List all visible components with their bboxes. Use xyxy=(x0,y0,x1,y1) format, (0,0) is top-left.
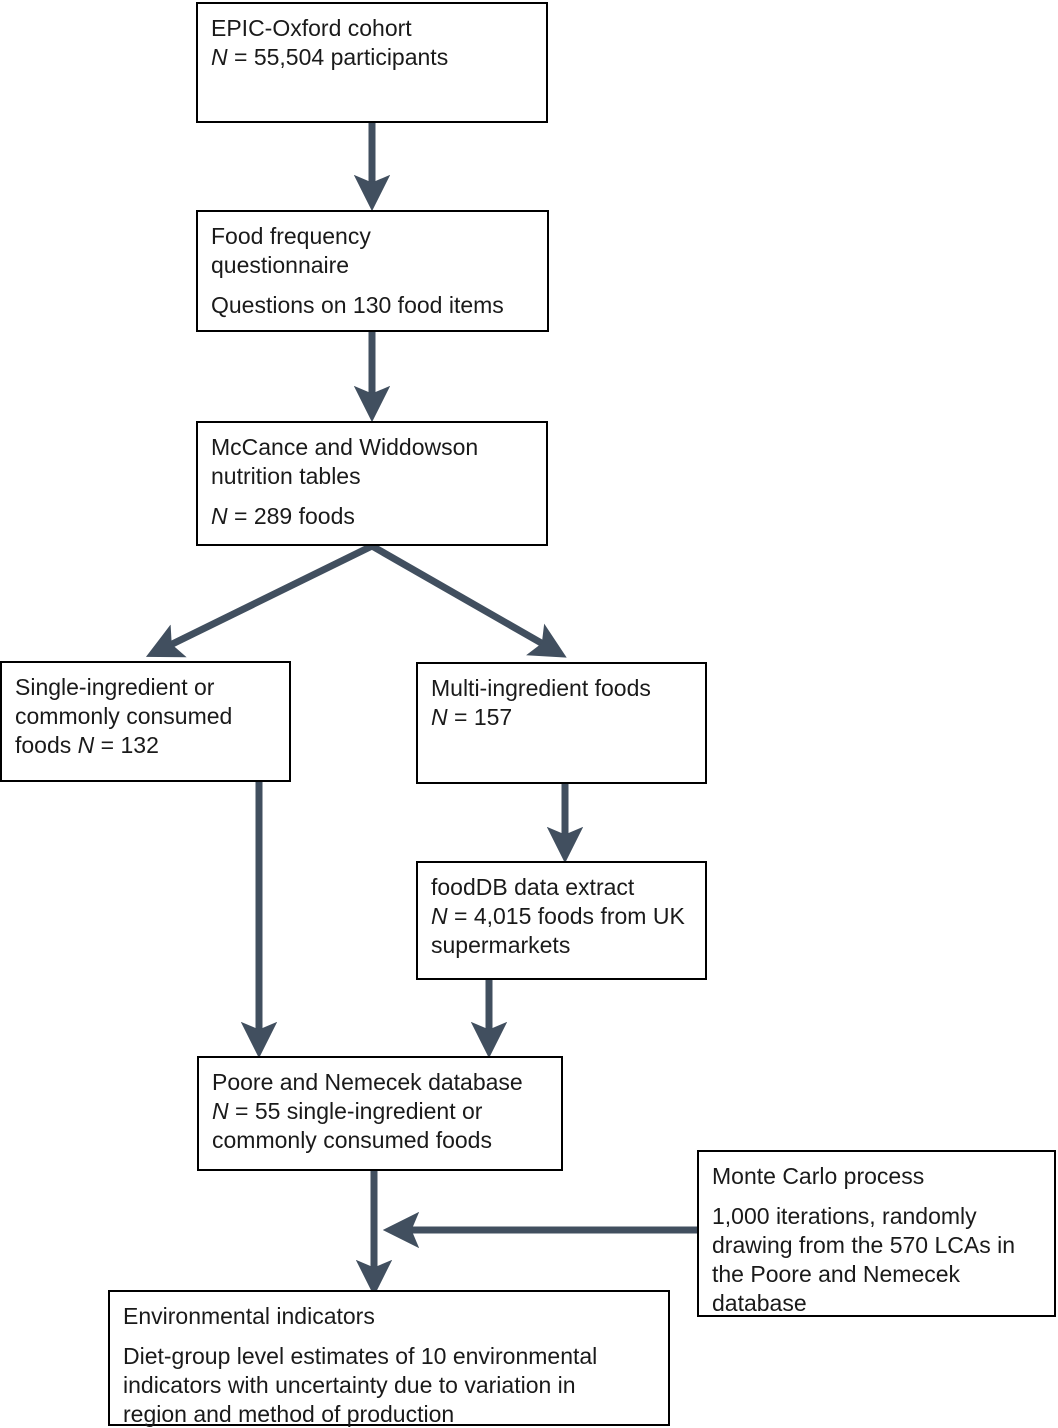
edge-mccance-to-single-ingredient xyxy=(145,542,374,658)
montecarlo-line-2: 1,000 iterations, randomly xyxy=(712,1203,977,1229)
single-ingredient-line-1: Single-ingredient or xyxy=(15,674,215,700)
cohort-n-symbol: N xyxy=(211,44,228,70)
single-ingredient-n-symbol: N xyxy=(77,732,95,758)
single-ingredient-line-3: foods N = 132 xyxy=(15,731,277,760)
multi-ingredient-line-1: Multi-ingredient foods xyxy=(431,675,651,701)
poore-n-value: = 55 single-ingredient or xyxy=(228,1098,483,1124)
environmental-line-1: Environmental indicators xyxy=(123,1303,375,1329)
mccance-line-3: N = 289 foods xyxy=(211,502,534,531)
mccance-n-value: = 289 foods xyxy=(227,503,355,529)
node-environmental-indicators: Environmental indicators Diet-group leve… xyxy=(108,1290,670,1427)
mccance-n-symbol: N xyxy=(211,503,228,529)
node-mccance-widdowson-tables: McCance and Widdowson nutrition tables N… xyxy=(196,421,548,546)
node-single-ingredient-foods: Single-ingredient or commonly consumed f… xyxy=(0,661,291,782)
cohort-line-2: N = 55,504 participants xyxy=(211,43,534,72)
multi-ingredient-line-2: N = 157 xyxy=(431,703,693,732)
cohort-n-value: = 55,504 participants xyxy=(227,44,449,70)
multi-ingredient-n-value: = 157 xyxy=(447,704,513,730)
node-fooddb-data-extract: foodDB data extract N = 4,015 foods from… xyxy=(416,861,707,980)
node-epic-oxford-cohort: EPIC-Oxford cohort N = 55,504 participan… xyxy=(196,2,548,123)
cohort-line-1: EPIC-Oxford cohort xyxy=(211,15,412,41)
environmental-line-2: Diet-group level estimates of 10 environ… xyxy=(123,1343,598,1369)
environmental-line-3: indicators with uncertainty due to varia… xyxy=(123,1372,576,1398)
mccance-line-1: McCance and Widdowson xyxy=(211,434,479,460)
node-monte-carlo-process: Monte Carlo process 1,000 iterations, ra… xyxy=(697,1150,1056,1317)
fooddb-line-3: supermarkets xyxy=(431,932,571,958)
ffq-line-2: questionnaire xyxy=(211,252,350,278)
montecarlo-line-3: drawing from the 570 LCAs in xyxy=(712,1232,1015,1258)
single-ingredient-line-2: commonly consumed xyxy=(15,703,233,729)
poore-line-2: N = 55 single-ingredient or xyxy=(212,1097,549,1126)
node-poore-nemecek-database: Poore and Nemecek database N = 55 single… xyxy=(197,1056,563,1171)
single-ingredient-foods-label: foods xyxy=(15,732,78,758)
node-multi-ingredient-foods: Multi-ingredient foods N = 157 xyxy=(416,662,707,784)
fooddb-line-1: foodDB data extract xyxy=(431,874,635,900)
single-ingredient-n-value: = 132 xyxy=(94,732,159,758)
montecarlo-line-1: Monte Carlo process xyxy=(712,1163,925,1189)
ffq-line-1: Food frequency xyxy=(211,223,371,249)
fooddb-n-value: = 4,015 foods from UK xyxy=(447,903,685,929)
mccance-line-2: nutrition tables xyxy=(211,463,361,489)
poore-line-3: commonly consumed foods xyxy=(212,1127,492,1153)
montecarlo-line-5: database xyxy=(712,1290,807,1316)
edge-mccance-to-multi-ingredient xyxy=(370,542,567,658)
multi-ingredient-n-symbol: N xyxy=(431,704,448,730)
fooddb-n-symbol: N xyxy=(431,903,448,929)
environmental-line-4: region and method of production xyxy=(123,1401,455,1427)
poore-line-1: Poore and Nemecek database xyxy=(212,1069,523,1095)
ffq-line-3: Questions on 130 food items xyxy=(211,292,504,318)
montecarlo-line-4: the Poore and Nemecek xyxy=(712,1261,961,1287)
poore-n-symbol: N xyxy=(212,1098,229,1124)
fooddb-line-2: N = 4,015 foods from UK xyxy=(431,902,693,931)
node-food-frequency-questionnaire: Food frequency questionnaire Questions o… xyxy=(196,210,549,332)
